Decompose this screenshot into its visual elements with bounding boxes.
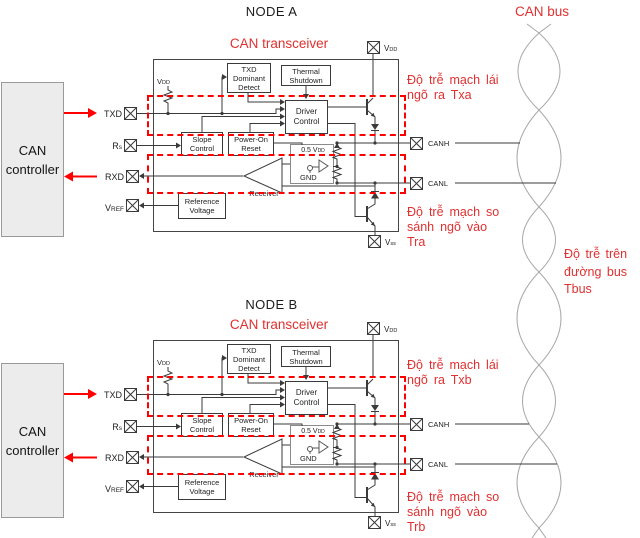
bus-delay-annotation: Độ trễ trên đường bus Tbus: [564, 247, 628, 296]
transceiver-title: CAN transceiver: [229, 36, 329, 51]
txd-dominant-detect-block: TXD Dominant Detect: [227, 63, 271, 93]
node-title: NODE A: [245, 4, 298, 19]
rs-pin-label: Rs: [112, 422, 122, 432]
reference-voltage-block: Reference Voltage: [178, 474, 226, 500]
reference-voltage-block: Reference Voltage: [178, 193, 226, 219]
controller-label-line1: CAN: [18, 423, 47, 439]
can-bus-title: CAN bus: [514, 4, 570, 19]
half-vdd-label: 0.5 VDD: [301, 428, 325, 435]
can-controller-box: CAN controller: [1, 82, 64, 237]
canl-terminal-icon: [410, 177, 423, 190]
can-controller-box: CAN controller: [1, 363, 64, 518]
rxd-terminal-icon: [126, 451, 139, 464]
driver-delay-annotation: Độ trễ mạch lái ngõ ra Txa: [407, 73, 499, 102]
vss-terminal-icon: [368, 235, 381, 248]
txd-pin-label: TXD: [104, 109, 122, 119]
controller-label-line2: controller: [5, 442, 60, 458]
rxd-pin-label: RXD: [104, 453, 124, 463]
transceiver-title: CAN transceiver: [229, 317, 329, 332]
rs-terminal-icon: [124, 420, 137, 433]
vref-terminal-icon: [126, 199, 139, 212]
half-vdd-label: 0.5 VDD: [301, 147, 325, 154]
canh-terminal-icon: [410, 137, 423, 150]
comparator-delay-annotation: Độ trễ mạch so sánh ngõ vào Trb: [407, 490, 500, 534]
driver-delay-dashed-box: [147, 95, 406, 136]
comparator-delay-dashed-box: [147, 435, 406, 475]
vss-pin-label: Vss: [385, 238, 396, 247]
canl-pin-label: CANL: [428, 460, 449, 469]
vref-pin-label: VREF: [104, 484, 124, 494]
canh-pin-label: CANH: [428, 420, 450, 429]
rxd-pin-label: RXD: [104, 172, 124, 182]
internal-vdd-label: VDD: [157, 358, 170, 367]
txd-terminal-icon: [124, 388, 137, 401]
vss-terminal-icon: [368, 516, 381, 529]
rs-pin-label: Rs: [112, 141, 122, 151]
thermal-shutdown-block: Thermal Shutdown: [281, 346, 331, 367]
vdd-terminal-icon: [367, 322, 380, 335]
driver-delay-annotation: Độ trễ mạch lái ngõ ra Txb: [407, 358, 499, 387]
txd-dominant-detect-block: TXD Dominant Detect: [227, 344, 271, 374]
canl-terminal-icon: [410, 458, 423, 471]
controller-label-line1: CAN: [18, 142, 47, 158]
thermal-shutdown-block: Thermal Shutdown: [281, 65, 331, 86]
vdd-pin-label: VDD: [384, 325, 398, 334]
comparator-delay-annotation: Độ trễ mạch so sánh ngõ vào Tra: [407, 205, 500, 249]
vdd-pin-label: VDD: [384, 44, 398, 53]
vref-pin-label: VREF: [104, 203, 124, 213]
vdd-terminal-icon: [367, 41, 380, 54]
canh-terminal-icon: [410, 418, 423, 431]
vss-pin-label: Vss: [385, 519, 396, 528]
can-node: NODE A CAN transceiver CAN controller TX…: [1, 4, 500, 249]
internal-vdd-label: VDD: [157, 77, 170, 86]
vref-terminal-icon: [126, 480, 139, 493]
txd-terminal-icon: [124, 107, 137, 120]
txd-pin-label: TXD: [104, 390, 122, 400]
rxd-terminal-icon: [126, 170, 139, 183]
node-title: NODE B: [245, 297, 298, 312]
controller-label-line2: controller: [5, 161, 60, 177]
rs-terminal-icon: [124, 139, 137, 152]
canh-pin-label: CANH: [428, 139, 450, 148]
can-node: NODE B CAN transceiver CAN controller TX…: [0, 281, 640, 538]
comparator-delay-dashed-box: [147, 154, 406, 194]
driver-delay-dashed-box: [147, 376, 406, 417]
canl-pin-label: CANL: [428, 179, 449, 188]
